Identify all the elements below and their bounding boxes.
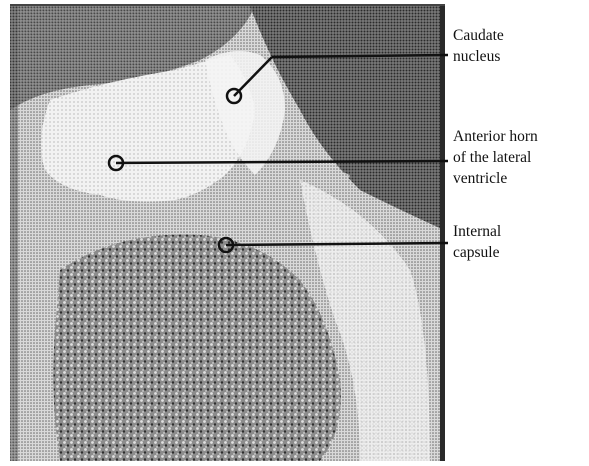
internal-capsule-label: Internal capsule	[453, 221, 501, 263]
image-top-border	[10, 4, 445, 6]
image-right-border	[440, 6, 445, 461]
left-edge-strip	[10, 6, 18, 461]
caudate-nucleus-label: Caudate nucleus	[453, 25, 504, 67]
anterior-horn-label: Anterior horn of the lateral ventricle	[453, 126, 538, 189]
